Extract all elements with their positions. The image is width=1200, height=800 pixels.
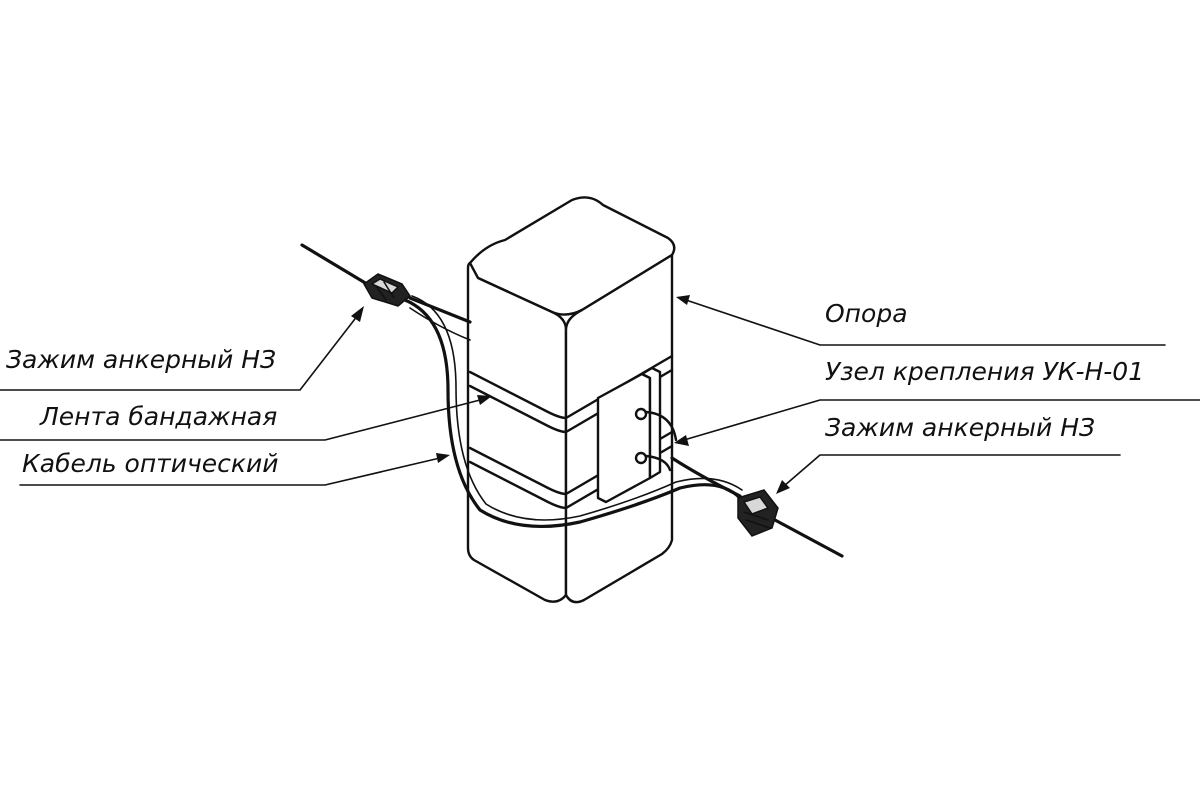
- bracket-bolt-upper: [634, 407, 648, 421]
- label-mount: Узел крепления УК-Н-01: [825, 357, 1144, 386]
- clamp-right-rib-1: [743, 511, 769, 521]
- leader-band-arrow: [477, 395, 492, 405]
- band-lower-left-lower: [468, 460, 568, 510]
- label-cable: Кабель оптический: [22, 449, 278, 478]
- leader-cable: [19, 453, 450, 486]
- mounting-bracket: [596, 366, 678, 504]
- anchor-clamp-left: [363, 273, 411, 307]
- label-clamp-right: Зажим анкерный НЗ: [825, 413, 1095, 442]
- band-upper-left-lower: [468, 384, 568, 434]
- cable-right-to-clamp: [670, 456, 742, 498]
- label-pole: Опора: [825, 299, 908, 328]
- leader-mount-arrow: [674, 435, 689, 446]
- pole-left-face: [466, 261, 568, 603]
- cable-left-to-pole: [408, 296, 472, 324]
- anchor-clamp-right: [737, 489, 779, 537]
- cable-loop-inner: [411, 295, 743, 521]
- band-upper-left: [468, 370, 568, 420]
- clamp-left-rib-1: [375, 285, 387, 301]
- leader-mount-line: [683, 399, 1200, 441]
- label-band: Лента бандажная: [39, 402, 277, 431]
- leader-clamp-right-line: [783, 454, 1121, 487]
- cable-left-to-pole-2: [409, 307, 471, 341]
- leader-clamp-left: [0, 306, 364, 391]
- leader-pole-line: [685, 299, 1166, 346]
- leader-cable-arrow: [436, 453, 450, 463]
- bracket-bolt-lower: [634, 451, 648, 465]
- leader-pole: [676, 295, 1166, 346]
- cable-loop: [403, 298, 742, 529]
- leader-clamp-left-line: [0, 314, 359, 391]
- clamp-right-highlight: [742, 496, 770, 515]
- bracket-hook-upper: [644, 410, 678, 442]
- band-lower-left: [468, 446, 568, 496]
- label-clamp-left: Зажим анкерный НЗ: [6, 345, 276, 374]
- clamp-right-rib-2: [745, 519, 771, 529]
- leader-pole-arrow: [676, 295, 690, 305]
- cable-right-span: [773, 518, 844, 558]
- bracket-hook-lower: [644, 454, 672, 472]
- cable-left-span: [300, 243, 374, 289]
- leader-mount: [674, 399, 1200, 446]
- leader-clamp-right: [776, 454, 1121, 494]
- bracket-flange: [640, 366, 662, 480]
- clamp-left-rib-2: [383, 281, 395, 299]
- bracket-plate: [596, 372, 652, 504]
- leader-band: [0, 395, 492, 441]
- leader-band-line: [0, 399, 481, 441]
- optical-cable: [300, 243, 844, 558]
- leader-clamp-right-arrow: [776, 480, 790, 494]
- clamp-left-highlight: [370, 278, 400, 294]
- leader-clamp-left-arrow: [351, 306, 364, 322]
- leader-cable-line: [19, 457, 441, 486]
